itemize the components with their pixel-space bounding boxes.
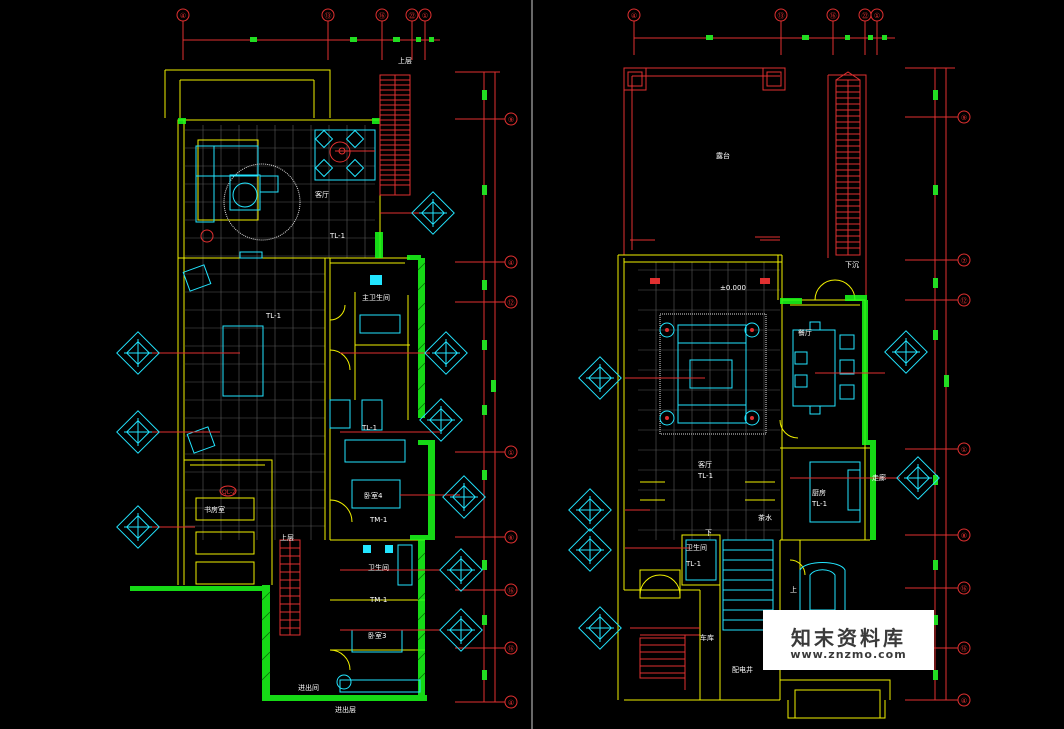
grid-bubble-a: ④ [180,12,186,20]
room-entry: 进出间 [298,683,319,692]
grid-bubble-r6: ⑯ [508,587,515,595]
room-garage: 车库 [700,633,714,642]
grid-bubble-rr3: ⑫ [961,297,968,305]
grid-bubble-1: ① [422,12,428,20]
room-bath2: 卫生间 [368,563,389,572]
grid-bubble-22: ㉒ [409,12,416,20]
tag-bath-r: TL-1 [685,560,701,568]
grid-bubble-r5: ⑥ [508,534,514,542]
grid-bubble-r8: ④ [508,699,514,707]
grid-bubble-16: ⑯ [379,12,386,20]
grid-bubble-r13: ⑬ [778,12,785,20]
stair-up-r: 上 [790,585,797,594]
grid-bubble-13: ⑬ [325,12,332,20]
tag-ql2: QL-2 [222,489,236,496]
grid-bubble-r16: ⑯ [830,12,837,20]
grid-bubble-r4: ① [508,449,514,457]
grid-bubble-r22: ㉒ [862,12,869,20]
room-living: 客厅 [315,190,329,199]
room-master-bath: 主卫生间 [362,293,390,302]
watermark-box: 知末资料库 www.znzmo.com [763,610,934,670]
grid-bubble-r3: ⑫ [508,299,515,307]
room-storage: 茶水 [758,513,772,522]
label-sunken: 下沉 [845,261,859,269]
tag-tm1-b: TM-1 [369,596,387,604]
grid-bubble-r1t: ① [874,12,880,20]
room-study: 书房室 [204,505,225,514]
room-bath-r: 卫生间 [686,543,707,552]
watermark-brand: 知末资料库 [791,626,906,650]
room-kitchen: 厨房 [812,488,826,497]
grid-bubble-rr1: ⑨ [961,114,967,122]
tag-living: TL-1 [697,472,713,480]
grid-bubble-r2: ④ [508,259,514,267]
left-floor-plan: ④ ⑬ ⑯ ㉒ ① 上层 [116,8,518,714]
grid-bubble-rr2: ⑦ [961,257,967,265]
plan-bottom-label: 进出层 [335,705,356,714]
grid-bubble-rr7: ⑯ [961,645,968,653]
tag-tl1-b: TL-1 [265,312,281,320]
tag-kitchen: TL-1 [811,500,827,508]
level-mark: ±0.000 [720,284,746,292]
grid-bubble-rr4: ① [961,446,967,454]
room-bath-tl: TL-1 [361,424,377,432]
grid-bubble-ra: ④ [631,12,637,20]
room-terrace: 露台 [716,151,730,160]
stair-down-r: 下 [705,529,712,537]
room-living-r: 客厅 [698,460,712,469]
stair-up-label: 上层 [398,56,412,65]
room-bedroom3: 卧室3 [368,631,386,640]
room-dining: 餐厅 [798,328,812,337]
tag-tm1: TM-1 [369,516,387,524]
watermark-url: www.znzmo.com [790,648,907,661]
grid-bubble-r1: ⑨ [508,116,514,124]
room-bedroom4: 卧室4 [364,491,383,500]
grid-bubble-rr6: ⑯ [961,585,968,593]
grid-bubble-rr8: ④ [961,697,967,705]
stair-up-label-2: 上层 [280,533,294,542]
label-corridor: 走廊 [872,473,886,482]
grid-bubble-r7: ⑯ [508,645,515,653]
room-entry-r: 配电井 [732,665,753,674]
grid-bubble-rr5: ⑧ [961,532,967,540]
tag-tl1: TL-1 [329,232,345,240]
